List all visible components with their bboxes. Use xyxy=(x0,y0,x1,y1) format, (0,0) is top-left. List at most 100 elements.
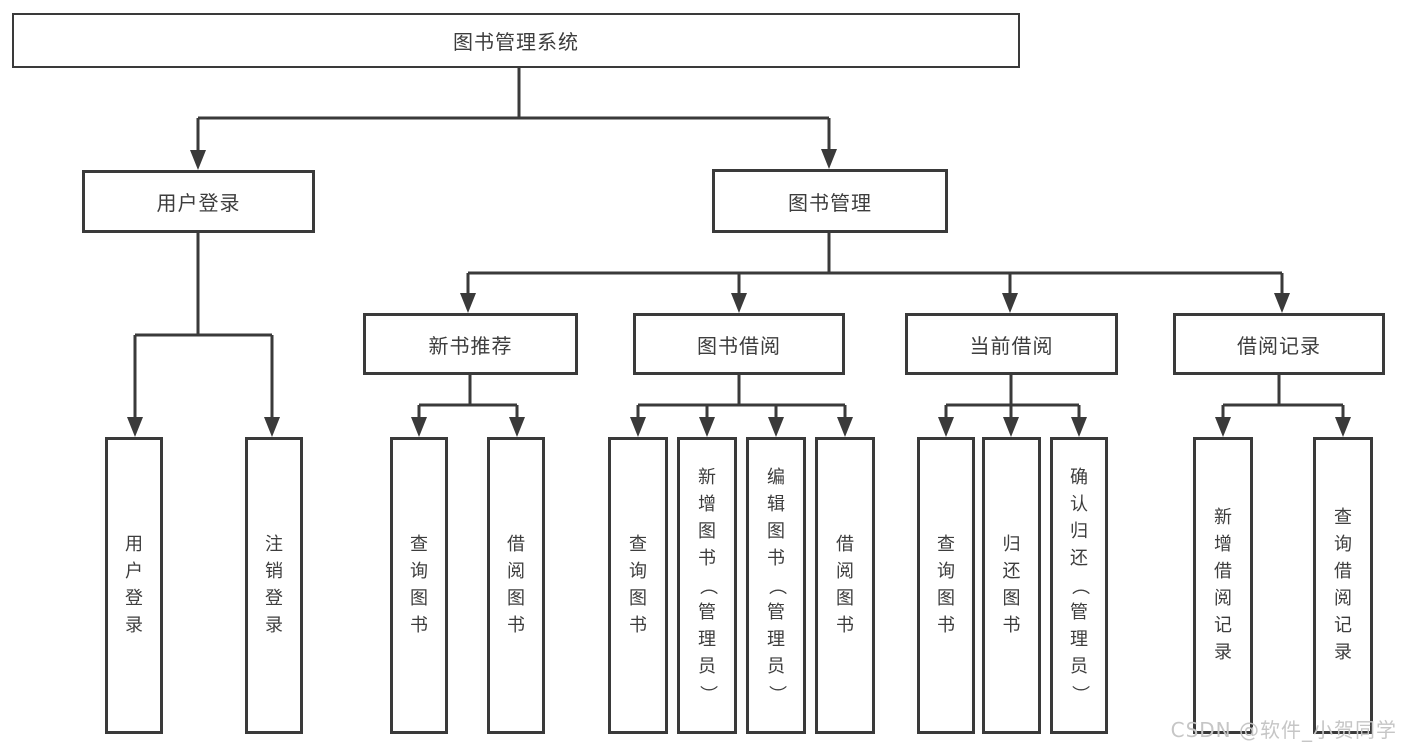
vertical-char: 书 xyxy=(1002,615,1021,636)
vertical-char: 查 xyxy=(410,534,428,555)
vertical-char: 增 xyxy=(1214,534,1232,555)
vertical-char: 阅 xyxy=(1334,588,1352,609)
vertical-char: 归 xyxy=(1070,520,1088,542)
vertical-char: 书 xyxy=(507,615,525,636)
vertical-char: 认 xyxy=(1070,493,1088,515)
vertical-char: 图 xyxy=(698,520,716,542)
vertical-char: 员 xyxy=(1070,655,1088,677)
arrowhead xyxy=(1071,417,1087,437)
vertical-char: 确 xyxy=(1070,466,1088,488)
vertical-char: 借 xyxy=(836,534,854,555)
vertical-char: 管 xyxy=(767,601,785,623)
node-leaf-borrow-books-borrow: 借阅图书 xyxy=(815,437,875,734)
vertical-char: （ xyxy=(1069,576,1090,595)
vertical-char: 图 xyxy=(767,520,785,542)
vertical-char: ） xyxy=(766,684,787,703)
arrowhead xyxy=(509,417,525,437)
node-new-book-recommend: 新书推荐 xyxy=(363,313,578,375)
arrowhead xyxy=(821,149,837,169)
vertical-char: 记 xyxy=(1334,615,1352,636)
vertical-char: 用 xyxy=(125,534,143,555)
vertical-char: 图 xyxy=(507,588,525,609)
vertical-char: 借 xyxy=(1334,561,1352,582)
vertical-char: 员 xyxy=(767,655,785,677)
vertical-char: 图 xyxy=(836,588,854,609)
arrowhead xyxy=(731,293,747,313)
node-leaf-query-books-current: 查询图书 xyxy=(917,437,975,734)
vertical-char: 编 xyxy=(767,466,785,488)
vertical-char: 管 xyxy=(1070,601,1088,623)
vertical-char: 归 xyxy=(1002,534,1021,555)
node-leaf-add-borrow-record: 新增借阅记录 xyxy=(1193,437,1253,734)
node-leaf-confirm-return-admin: 确认归还（管理员） xyxy=(1050,437,1108,734)
vertical-char: 查 xyxy=(1334,507,1352,528)
node-book-management: 图书管理 xyxy=(712,169,948,233)
vertical-char: 管 xyxy=(698,601,716,623)
arrowhead xyxy=(837,417,853,437)
vertical-char: 查 xyxy=(629,534,647,555)
vertical-char: 记 xyxy=(1214,615,1232,636)
node-leaf-edit-books-admin: 编辑图书 （ 管理员 ） xyxy=(746,437,806,734)
vertical-char: 询 xyxy=(937,561,955,582)
arrowhead xyxy=(1003,417,1019,437)
vertical-char: 询 xyxy=(1334,534,1352,555)
vertical-char: 书 xyxy=(410,615,428,636)
vertical-char: 新 xyxy=(698,466,716,488)
node-leaf-borrow-books-recommend: 借阅图书 xyxy=(487,437,545,734)
vertical-char: 借 xyxy=(1214,561,1232,582)
node-current-borrowing: 当前借阅 xyxy=(905,313,1118,375)
vertical-char: 图 xyxy=(1002,588,1021,609)
vertical-char: 查 xyxy=(937,534,955,555)
arrowhead xyxy=(264,417,280,437)
vertical-char: 理 xyxy=(698,628,716,650)
node-leaf-query-books-borrow: 查询图书 xyxy=(608,437,668,734)
vertical-char: 录 xyxy=(1214,642,1232,663)
vertical-char: ） xyxy=(697,684,718,703)
vertical-char: 录 xyxy=(125,615,143,636)
vertical-char: 书 xyxy=(698,547,716,569)
vertical-char: 理 xyxy=(767,628,785,650)
arrowhead xyxy=(1335,417,1351,437)
node-user-login: 用户登录 xyxy=(82,170,315,233)
vertical-char: ） xyxy=(1069,684,1090,703)
vertical-char: 增 xyxy=(698,493,716,515)
vertical-char: 登 xyxy=(265,588,283,609)
vertical-char: 阅 xyxy=(836,561,854,582)
vertical-char: 录 xyxy=(265,615,283,636)
vertical-char: （ xyxy=(766,576,787,595)
vertical-char: 图 xyxy=(410,588,428,609)
node-leaf-query-borrow-record: 查询借阅记录 xyxy=(1313,437,1373,734)
arrowhead xyxy=(1215,417,1231,437)
arrowhead xyxy=(1002,293,1018,313)
vertical-char: 注 xyxy=(265,534,283,555)
arrowhead xyxy=(699,417,715,437)
vertical-char: 录 xyxy=(1334,642,1352,663)
vertical-char: 员 xyxy=(698,655,716,677)
node-leaf-logout: 注销登录 xyxy=(245,437,303,734)
vertical-char: 理 xyxy=(1070,628,1088,650)
arrowhead xyxy=(630,417,646,437)
arrowhead xyxy=(768,417,784,437)
vertical-char: 书 xyxy=(937,615,955,636)
node-library-management-system: 图书管理系统 xyxy=(12,13,1020,68)
arrowhead xyxy=(190,150,206,170)
node-borrowing-records: 借阅记录 xyxy=(1173,313,1385,375)
vertical-char: 新 xyxy=(1214,507,1232,528)
vertical-char: 辑 xyxy=(767,493,785,515)
arrowhead xyxy=(1274,293,1290,313)
vertical-char: 书 xyxy=(767,547,785,569)
vertical-char: 登 xyxy=(125,588,143,609)
node-leaf-query-books-recommend: 查询图书 xyxy=(390,437,448,734)
vertical-char: 图 xyxy=(629,588,647,609)
vertical-char: 还 xyxy=(1002,561,1021,582)
vertical-char: 询 xyxy=(410,561,428,582)
arrowhead xyxy=(411,417,427,437)
node-leaf-user-login: 用户登录 xyxy=(105,437,163,734)
arrowhead xyxy=(127,417,143,437)
vertical-char: 书 xyxy=(836,615,854,636)
vertical-char: 户 xyxy=(125,561,143,582)
connector-arrowheads xyxy=(127,149,1351,437)
vertical-char: 借 xyxy=(507,534,525,555)
